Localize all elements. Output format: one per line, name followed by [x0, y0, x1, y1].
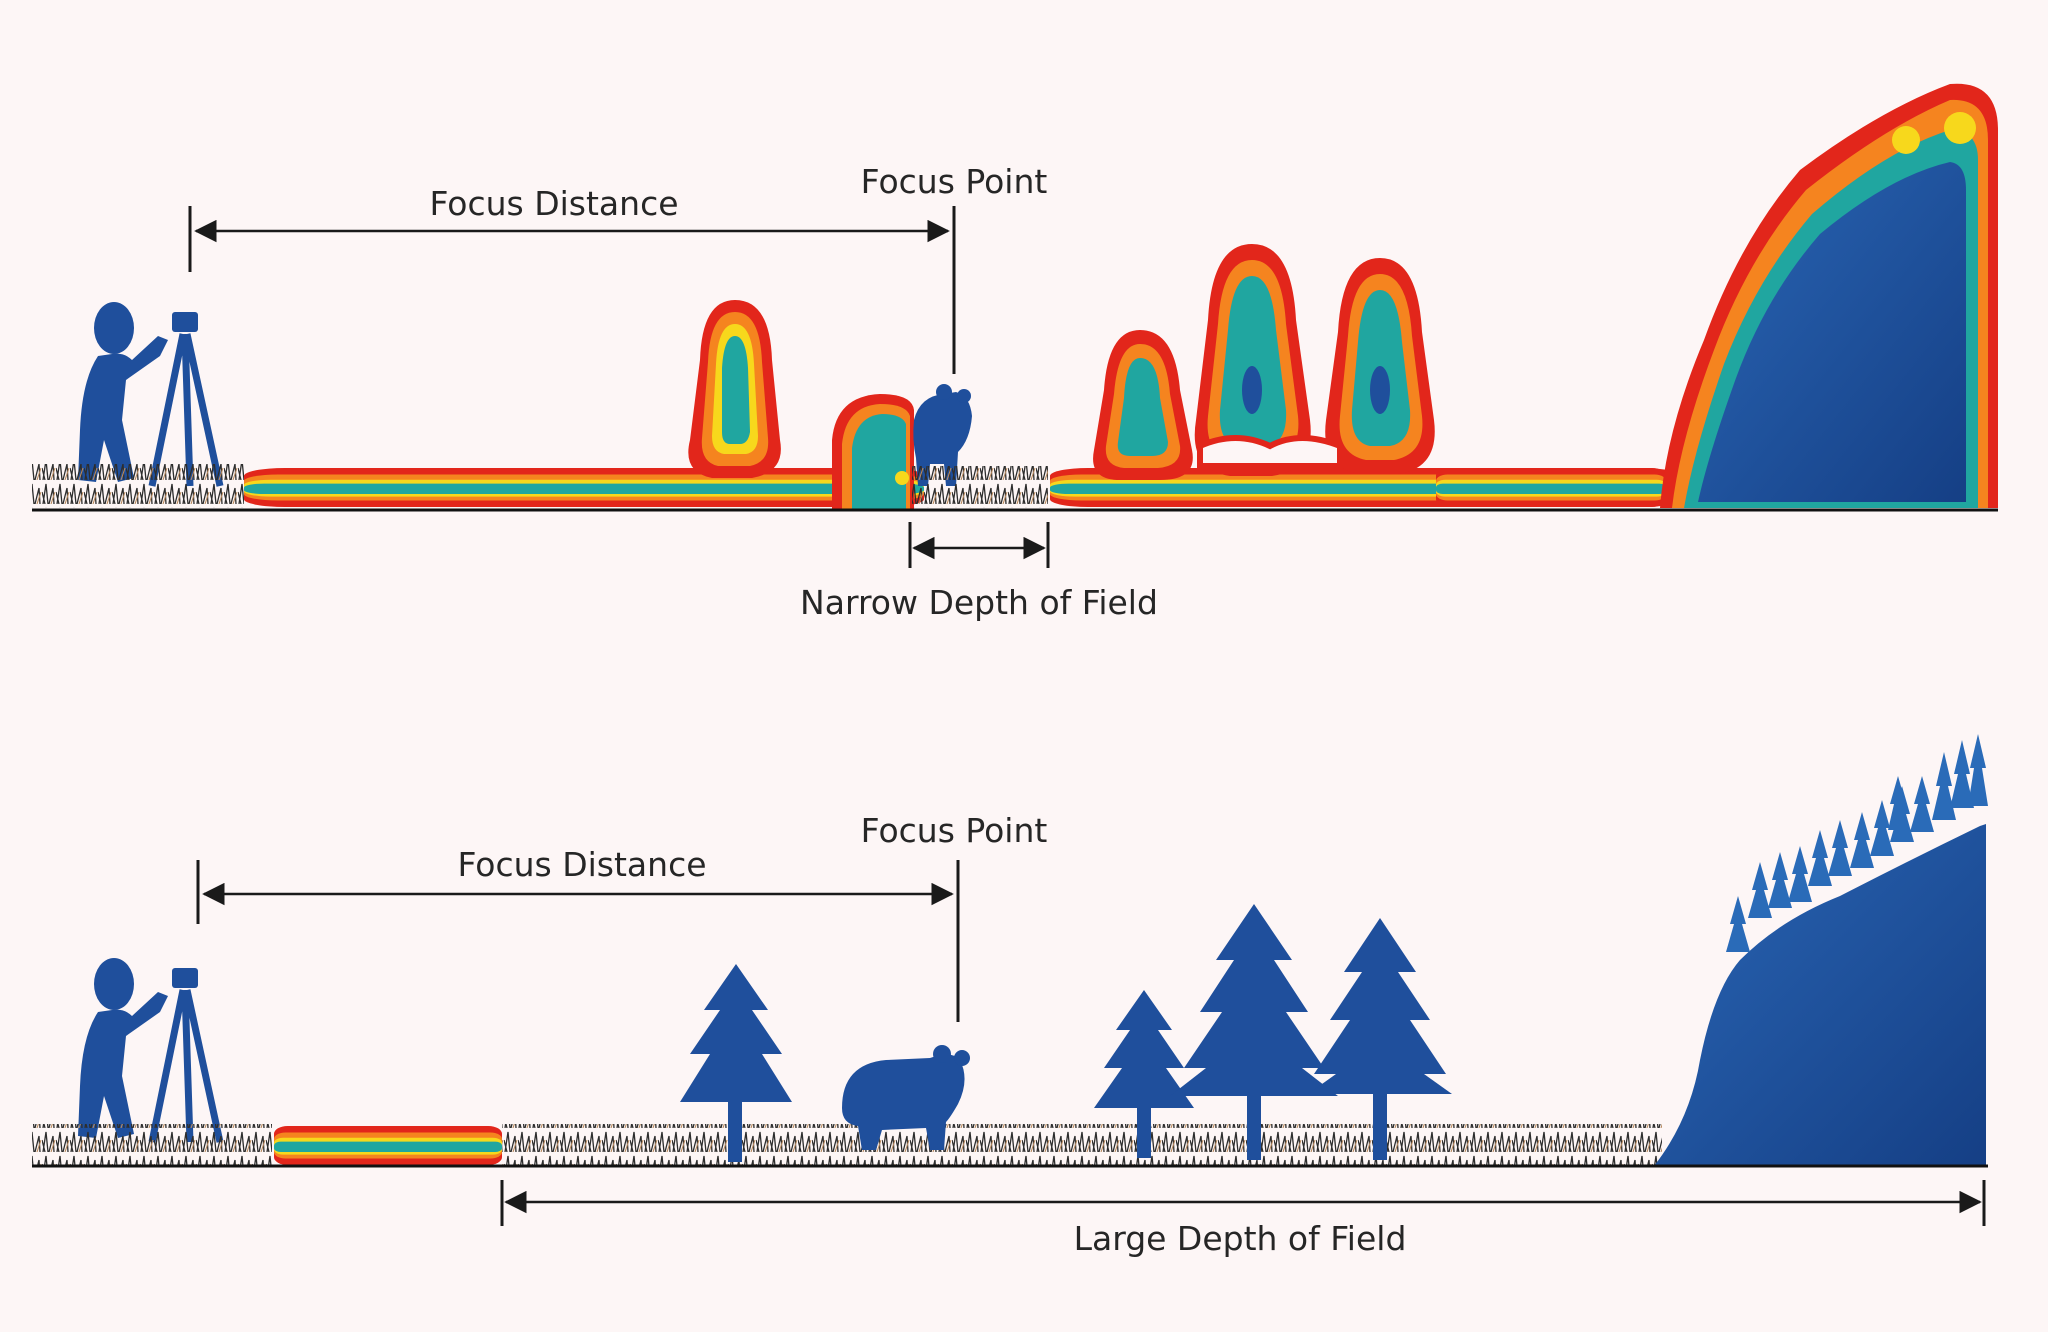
- photographer-icon: [78, 302, 224, 487]
- blurred-background-trees: [1050, 244, 1680, 507]
- focus-distance-label: Focus Distance: [429, 184, 678, 223]
- grass-icon: [32, 464, 244, 508]
- camera-icon: [172, 312, 198, 332]
- camera-icon: [172, 968, 198, 988]
- focus-point-label: Focus Point: [861, 162, 1048, 201]
- pine-tree-icon: [1726, 734, 1988, 952]
- focus-distance-label: Focus Distance: [457, 845, 706, 884]
- blurred-tree-icon: [1194, 244, 1311, 476]
- blurred-foreground: [274, 1126, 502, 1165]
- pine-tree-icon: [1170, 904, 1338, 1160]
- blurred-foreground: [244, 468, 924, 507]
- depth-of-field-dimension: Narrow Depth of Field: [800, 522, 1158, 622]
- depth-of-field-dimension: Large Depth of Field: [500, 1180, 1986, 1258]
- bear-icon: [913, 384, 972, 486]
- top-panel: Focus Distance Focus Point Narrow Depth …: [32, 83, 1998, 622]
- focus-point-marker: Focus Point: [861, 162, 1048, 374]
- focus-distance-dimension: Focus Distance: [196, 845, 954, 924]
- bear-icon: [842, 1045, 970, 1150]
- blurred-bush-icon: [832, 394, 914, 510]
- depth-of-field-label: Narrow Depth of Field: [800, 583, 1158, 622]
- depth-of-field-label: Large Depth of Field: [1074, 1219, 1407, 1258]
- grass-icon: [32, 1124, 272, 1166]
- focus-point-marker: Focus Point: [861, 811, 1048, 1022]
- blurred-tree-icon: [1325, 258, 1435, 474]
- blurred-tree-icon: [1093, 330, 1193, 480]
- tripod-icon: [148, 989, 224, 1143]
- grass-icon: [502, 1124, 1662, 1166]
- grass-icon: [912, 466, 1048, 508]
- bottom-panel: Focus Distance Focus Point Large Depth o…: [32, 734, 1988, 1258]
- hill-icon: [1654, 734, 1988, 1166]
- pine-tree-icon: [1308, 918, 1452, 1160]
- tripod-icon: [148, 333, 224, 487]
- blurred-hill-icon: [1436, 83, 1998, 508]
- photographer-icon: [78, 958, 224, 1143]
- focus-distance-dimension: Focus Distance: [188, 184, 950, 272]
- blurred-tree-icon: [688, 300, 781, 478]
- focus-point-label: Focus Point: [861, 811, 1048, 850]
- pine-tree-icon: [680, 964, 792, 1162]
- pine-tree-icon: [1094, 990, 1194, 1158]
